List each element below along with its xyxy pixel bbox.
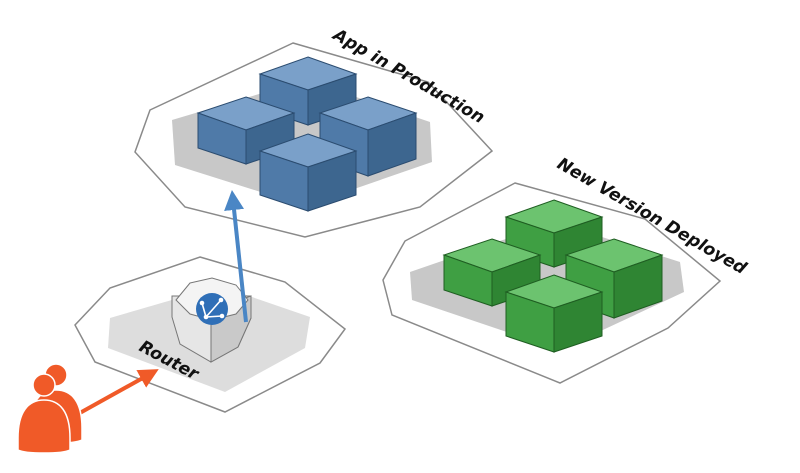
user-to-router-arrow <box>77 369 159 416</box>
production-block-front <box>258 133 358 212</box>
users-icon <box>17 363 83 454</box>
new-version-block-front <box>504 274 604 353</box>
router-to-production-arrow <box>224 190 248 323</box>
production-block-left <box>196 96 296 165</box>
router-icon <box>196 293 228 325</box>
production-block-right <box>318 96 418 177</box>
